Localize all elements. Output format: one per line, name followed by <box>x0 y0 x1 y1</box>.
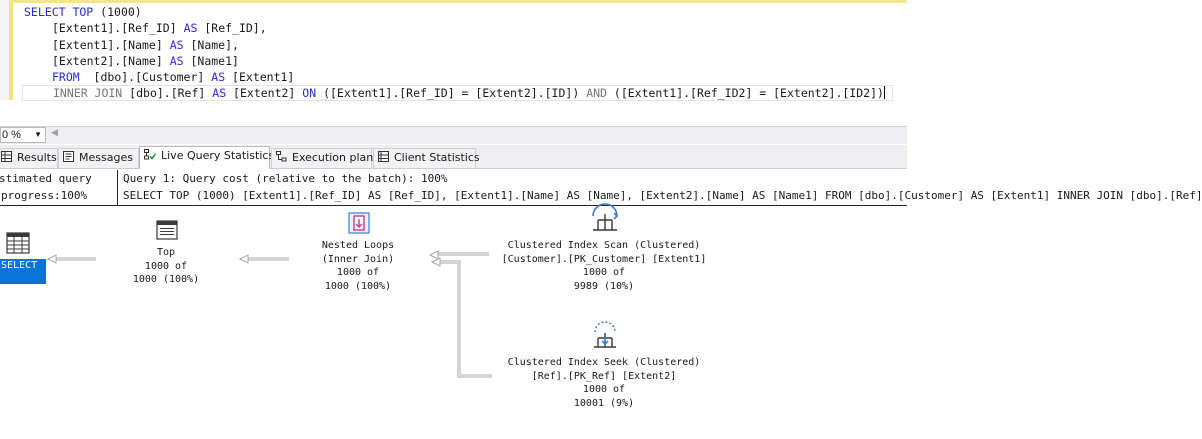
code-line-5[interactable]: FROM [dbo].[Customer] AS [Extent1] <box>52 69 294 85</box>
code-text: ([Extent1].[Ref_ID] = [Extent2].[ID]) <box>316 86 587 100</box>
chevron-down-icon: ▼ <box>34 130 42 139</box>
query-progress-panel: stimated query progress:100% <box>0 170 118 205</box>
execution-plan-icon <box>276 151 287 162</box>
row-count: 1000 of <box>582 267 626 278</box>
estimated-rows: 10001 (9%) <box>573 397 635 409</box>
arrow-top-to-select <box>46 254 96 264</box>
estimated-rows: 9989 (10%) <box>573 280 635 292</box>
query-sql-text: SELECT TOP (1000) [Extent1].[Ref_ID] AS … <box>123 189 1202 202</box>
tab-label: Live Query Statistics <box>161 149 275 162</box>
editor-status-bar: 0 % ▼ ◀ <box>0 126 907 144</box>
scroll-left-icon[interactable]: ◀ <box>51 128 58 138</box>
editor-change-bar <box>9 3 13 100</box>
code-text: (1000) <box>93 5 142 19</box>
top-operator-icon <box>156 220 178 240</box>
execution-plan-canvas[interactable]: SELECT Top 1000 of 1000 (100%) Nested Loop… <box>0 203 907 439</box>
editor-gutter <box>0 0 9 100</box>
arrow-seek-to-nested <box>430 257 492 378</box>
zoom-value: 0 % <box>2 129 21 141</box>
grid-icon <box>1 151 12 162</box>
sql-editor[interactable]: SELECT TOP (1000) [Extent1].[Ref_ID] AS … <box>0 0 907 126</box>
tab-execution-plan[interactable]: Execution plan <box>271 148 374 168</box>
tab-label: Results <box>17 151 57 164</box>
select-operator-icon <box>6 232 30 254</box>
operator-name: Nested Loops <box>321 240 395 251</box>
code-text: [dbo].[Customer] <box>79 70 212 84</box>
tab-live-query-statistics[interactable]: Live Query Statistics <box>139 146 274 169</box>
keyword: AS <box>212 86 227 100</box>
code-text: ([Extent1].[Ref_ID2] = [Extent2].[ID2]) <box>606 86 884 100</box>
tab-results[interactable]: Results <box>0 148 58 168</box>
nested-loops-icon <box>348 212 370 234</box>
code-text: [Extent1].[Ref_ID] <box>52 21 184 35</box>
client-statistics-icon <box>378 151 389 162</box>
code-line-1[interactable]: SELECT TOP (1000) <box>24 4 142 20</box>
message-icon <box>63 151 74 162</box>
keyword: AS <box>169 54 184 68</box>
keyword: AND <box>586 86 607 100</box>
estimated-rows: 1000 (100%) <box>132 274 200 285</box>
live-stats-icon <box>144 149 157 160</box>
clustered-index-scan-label: Clustered Index Scan (Clustered) [Custome… <box>474 239 734 293</box>
code-line-3[interactable]: [Extent1].[Name] AS [Name], <box>52 37 239 53</box>
code-line-6-current[interactable]: INNER JOIN [dbo].[Ref] AS [Extent2] ON (… <box>22 85 893 101</box>
keyword: INNER JOIN <box>53 86 123 100</box>
arrow-scan-to-nested <box>428 250 489 260</box>
estimated-rows: 1000 (100%) <box>324 280 392 292</box>
clustered-index-scan-icon <box>592 203 619 231</box>
operator-name: Top <box>156 247 176 258</box>
code-text: [Extent1] <box>225 70 295 84</box>
operator-name: Clustered Index Seek (Clustered) <box>507 357 701 368</box>
estimated-query-label: stimated query <box>0 172 92 185</box>
zoom-dropdown[interactable]: 0 % ▼ <box>0 127 46 143</box>
clustered-index-seek-label: Clustered Index Seek (Clustered) [Ref].[P… <box>474 356 734 410</box>
code-text: [Extent1].[Name] <box>52 38 170 52</box>
keyword: ON <box>302 86 317 100</box>
tab-label: Client Statistics <box>394 151 480 164</box>
row-count: 1000 of <box>336 267 380 278</box>
tab-label: Messages <box>79 151 133 164</box>
code-text: [Ref_ID], <box>197 21 267 35</box>
top-node-label: Top 1000 of 1000 (100%) <box>116 246 216 287</box>
join-type: (Inner Join) <box>321 253 395 265</box>
text-caret <box>883 86 885 99</box>
code-text: [Name], <box>183 38 239 52</box>
code-line-4[interactable]: [Extent2].[Name] AS [Name1] <box>52 53 239 69</box>
keyword: AS <box>169 38 184 52</box>
select-node-label: SELECT <box>0 259 46 284</box>
tab-label: Execution plan <box>292 151 374 164</box>
code-text: [dbo].[Ref] <box>122 86 213 100</box>
editor-top-strip <box>0 0 907 3</box>
arrow-nested-to-top <box>238 254 289 264</box>
tab-messages[interactable]: Messages <box>58 148 139 168</box>
query-cost-panel: Query 1: Query cost (relative to the bat… <box>118 170 1202 205</box>
code-text: [Extent2].[Name] <box>52 54 170 68</box>
tab-client-statistics[interactable]: Client Statistics <box>373 148 480 168</box>
keyword: FROM <box>52 70 80 84</box>
plan-connectors <box>46 250 492 378</box>
code-text: [Extent2] <box>226 86 303 100</box>
nested-loops-label: Nested Loops (Inner Join) 1000 of 1000 (100… <box>298 239 418 293</box>
keyword: SELECT TOP <box>24 5 94 19</box>
keyword: AS <box>183 21 198 35</box>
progress-label: progress:100% <box>1 189 88 202</box>
query-cost-text: Query 1: Query cost (relative to the bat… <box>123 172 448 185</box>
row-count: 1000 of <box>144 260 188 272</box>
clustered-index-seek-icon <box>594 321 616 348</box>
row-count: 1000 of <box>582 384 626 395</box>
object-name: [Customer].[PK_Customer] [Extent1] <box>501 253 707 265</box>
query-statistics-header: stimated query progress:100% Query 1: Qu… <box>0 170 1202 206</box>
object-name: [Ref].[PK_Ref] [Extent2] <box>531 370 677 382</box>
operator-name: Clustered Index Scan (Clustered) <box>507 240 701 251</box>
results-tab-bar: Results Messages Live Query Statistics E… <box>0 145 907 169</box>
code-text: [Name1] <box>183 54 239 68</box>
code-line-2[interactable]: [Extent1].[Ref_ID] AS [Ref_ID], <box>52 20 267 36</box>
keyword: AS <box>211 70 226 84</box>
